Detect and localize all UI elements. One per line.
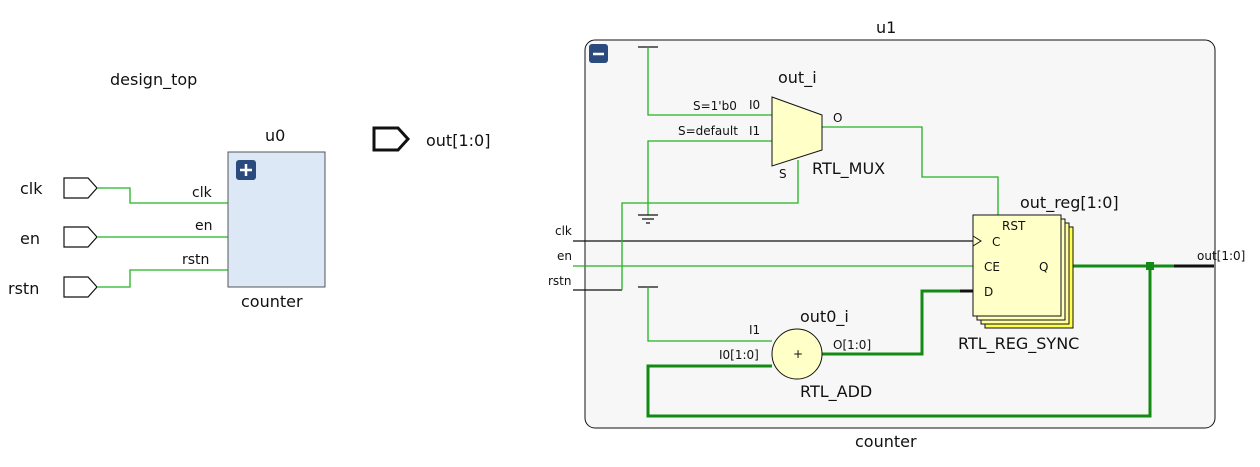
mux-i0-cond: S=1'b0: [693, 99, 737, 113]
port-clk-label: clk: [20, 179, 43, 198]
reg-pin-rst: RST: [1002, 219, 1026, 233]
port-clk[interactable]: clk: [20, 177, 98, 199]
mux-pin-s: S: [779, 167, 787, 181]
net-rstn[interactable]: [97, 269, 245, 288]
u1-block[interactable]: u1 counter: [584, 18, 1216, 451]
u1-instance-label: u1: [876, 18, 896, 37]
net-add-i1[interactable]: [647, 287, 772, 342]
adder-pin-i1: I1: [749, 323, 760, 337]
adder-cell[interactable]: + out0_i I1 I0[1:0] O[1:0] RTL_ADD: [719, 307, 872, 402]
port-rstn[interactable]: rstn: [8, 276, 98, 298]
net-feedback[interactable]: [646, 266, 1152, 418]
port-en-label: en: [20, 229, 40, 248]
mux-pin-o: O: [833, 111, 842, 125]
plus-icon[interactable]: [236, 160, 256, 180]
reg-type: RTL_REG_SYNC: [958, 334, 1079, 354]
net-clk[interactable]: [97, 187, 245, 204]
clock-pin-icon: [972, 235, 982, 247]
mux-cell[interactable]: out_i I0 I1 S=1'b0 S=default S O RTL_MUX: [678, 68, 885, 181]
mux-type: RTL_MUX: [812, 159, 885, 179]
u1-input-rstn: rstn: [548, 274, 572, 288]
junction-dot: [1146, 262, 1154, 270]
u0-pin-en: en: [195, 218, 213, 234]
u1-input-clk: clk: [555, 224, 572, 238]
u1-module-label: counter: [855, 432, 917, 451]
reg-name: out_reg[1:0]: [1020, 193, 1119, 213]
net-mux-i1[interactable]: [647, 140, 772, 215]
adder-name: out0_i: [800, 307, 849, 327]
mux-name: out_i: [778, 68, 817, 88]
net-u1-rstn[interactable]: [621, 160, 799, 290]
u1-input-en: en: [557, 249, 572, 263]
register-cell[interactable]: out_reg[1:0] RST C CE D Q RTL_REG_SYNC: [958, 193, 1119, 354]
reg-pin-d: D: [984, 285, 993, 299]
u1-output-label: out[1:0]: [1197, 249, 1245, 263]
mux-pin-i1: I1: [749, 124, 760, 138]
u0-module-label: counter: [241, 292, 303, 311]
u0-pin-rstn: rstn: [182, 252, 209, 268]
adder-symbol: +: [793, 347, 803, 361]
reg-pin-q: Q: [1039, 260, 1048, 274]
port-rstn-label: rstn: [8, 279, 39, 298]
net-mux-i0[interactable]: [647, 47, 772, 116]
mux-pin-i0: I0: [749, 98, 760, 112]
ground-icon: [638, 214, 658, 224]
adder-type: RTL_ADD: [800, 382, 872, 402]
minus-icon[interactable]: [589, 44, 608, 63]
port-en[interactable]: en: [20, 226, 98, 248]
net-add-out[interactable]: [822, 289, 960, 356]
port-out[interactable]: out[1:0]: [372, 126, 490, 152]
reg-pin-c: C: [992, 235, 1000, 249]
net-mux-out[interactable]: [822, 126, 999, 215]
reg-pin-ce: CE: [984, 260, 1000, 274]
u0-instance-label: u0: [265, 126, 285, 145]
adder-pin-o: O[1:0]: [833, 338, 871, 352]
design-title: design_top: [110, 70, 197, 90]
port-out-label: out[1:0]: [426, 131, 490, 150]
mux-i1-cond: S=default: [678, 124, 738, 138]
u0-pin-clk: clk: [192, 185, 213, 201]
u0-block[interactable]: u0 counter clk en rstn: [182, 126, 326, 311]
adder-pin-i0: I0[1:0]: [719, 348, 759, 362]
